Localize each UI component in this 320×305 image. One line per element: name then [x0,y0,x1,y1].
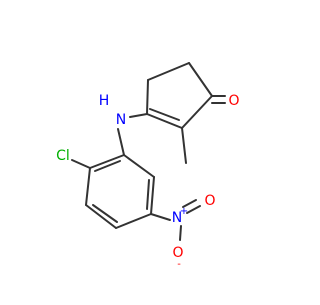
bond-b3-b4 [85,204,117,229]
charge-minus-nitro: - [177,259,181,270]
bond-nitro-o-bottom [179,225,182,241]
atom-label-nitrogen-amine: N [116,112,126,128]
bond-b4-b5 [115,213,152,229]
bond-nitro-o-top-double [186,205,201,214]
bond-b5-nitro [150,213,171,221]
bond-b3-b4-double [92,204,118,223]
bond-b1-b2-double [94,160,121,172]
bond-b2-b3 [85,167,91,206]
bond-nitro-o-top [182,199,197,208]
bond-c4-c5 [146,113,183,129]
atom-label-oxygen-ketone: O [228,93,239,109]
atom-label-oxygen-nitro-bottom: O [172,245,183,261]
molecule-canvas: O N H Cl N + O O - [56,62,240,270]
bond-n-aryl [117,128,125,156]
bond-c5-n [129,113,148,118]
atom-label-chlorine: Cl [56,148,70,164]
bond-c5-c1 [146,79,149,115]
bond-c3-c4 [181,95,213,129]
molecule-structure: O N H Cl N + O O - [56,62,240,270]
atom-label-nitrogen-nitro: N [172,210,182,226]
bond-c4-methyl [181,127,187,164]
bond-c4-c5-double [149,108,180,121]
atom-label-oxygen-nitro-top: O [204,193,215,209]
bond-b5-b6-double [146,179,150,210]
atom-label-hydrogen-amine: H [99,93,110,109]
bond-b2-cl [71,159,91,169]
charge-plus-nitro: + [180,206,188,217]
bond-b1-b2 [89,154,125,169]
bond-c1-c2 [147,62,190,81]
bond-b5-b6 [150,176,155,215]
bond-b6-b1 [123,154,155,178]
bond-c2-c3 [188,62,213,97]
